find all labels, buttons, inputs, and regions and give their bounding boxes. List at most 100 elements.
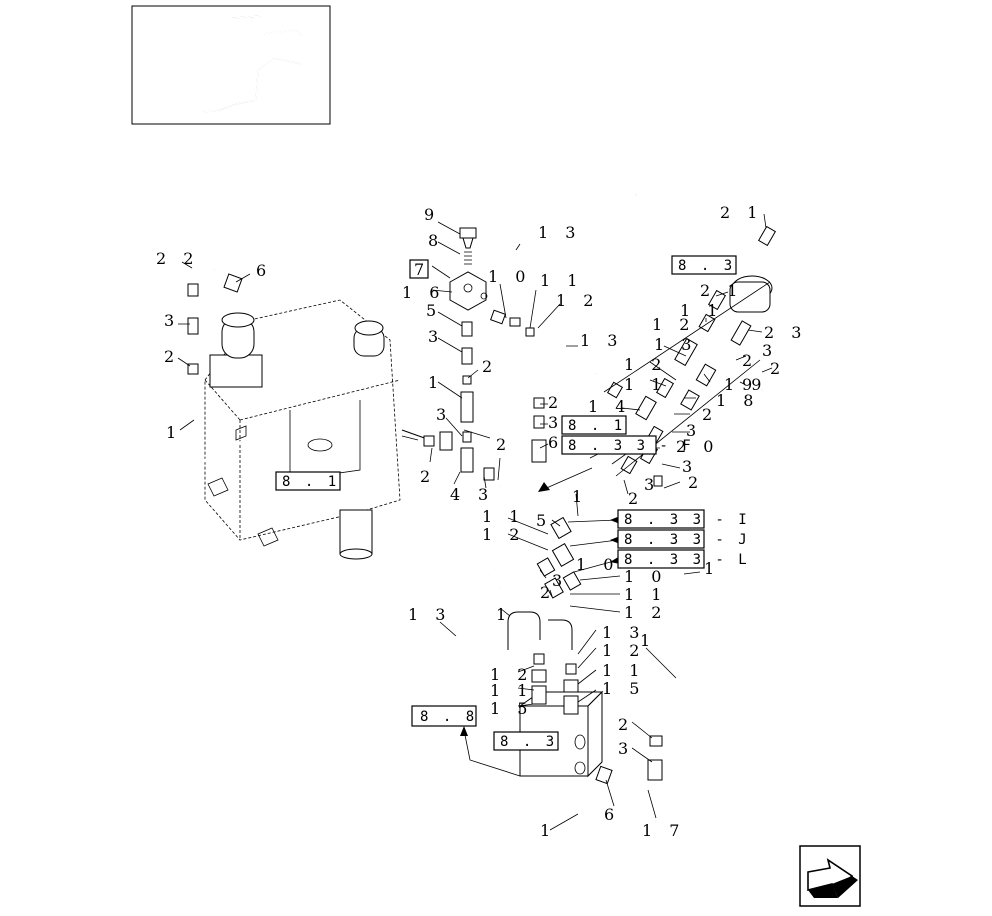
ref-box-8-3-bottom[interactable]: 8 . 3	[493, 731, 559, 751]
label-15: 1 5	[602, 679, 645, 698]
label-11: 1 1	[490, 681, 533, 700]
label-9: 9	[424, 205, 440, 224]
label-2: 2	[688, 473, 704, 492]
label-7: 7	[414, 260, 430, 279]
label-2: 2	[628, 489, 644, 508]
label-3: 3	[762, 341, 778, 360]
label-11: 1 1	[680, 301, 723, 320]
item-box-7	[409, 259, 429, 279]
label-2: 2	[420, 467, 436, 486]
svg-text:8 . 1: 8 . 1	[282, 474, 339, 490]
ref-box-8-8[interactable]: 8 . 8	[411, 705, 477, 727]
label-2: 2	[482, 357, 498, 376]
label-20: 2 0	[676, 437, 719, 456]
svg-text:8 . 1: 8 . 1	[568, 418, 625, 434]
label-15: 1 5	[490, 699, 533, 718]
label-6: 6	[548, 433, 564, 452]
label-23: 2 3	[764, 323, 807, 342]
part-labels: 9 8 7 1 6 5 3 2 1 3 2 2 4 3 2 2 6 3 2 1 …	[156, 203, 807, 840]
label-1: 1	[640, 631, 656, 650]
label-3: 3	[436, 405, 452, 424]
label-3: 3	[548, 413, 564, 432]
label-3: 3	[164, 311, 180, 330]
label-5: 5	[426, 301, 442, 320]
label-11: 1 1	[624, 375, 667, 394]
label-13: 1 3	[654, 335, 697, 354]
label-12: 1 2	[602, 641, 645, 660]
svg-text:8 . 3: 8 . 3	[500, 734, 557, 750]
ref-box-8-33-j[interactable]: 8 . 3 3 - J	[617, 529, 750, 549]
label-2: 2	[702, 405, 718, 424]
label-13: 1 3	[408, 605, 451, 624]
label-12: 1 2	[624, 603, 667, 622]
label-17: 1 7	[642, 821, 685, 840]
label-11: 1 1	[602, 661, 645, 680]
label-11: 1 1	[540, 271, 583, 290]
ref-box-8-33-i[interactable]: 8 . 3 3 - I	[617, 509, 750, 529]
label-10: 1 0	[624, 567, 667, 586]
label-12: 1 2	[482, 525, 525, 544]
label-12: 1 2	[624, 355, 667, 374]
label-16: 1 6	[402, 283, 445, 302]
svg-text:8 . 3: 8 . 3	[678, 258, 735, 274]
label-10: 1 0	[576, 555, 619, 574]
reference-boxes: 8 . 3 8 . 1 8 . 1 8 . 3 3 - F 8 . 3 3 - …	[275, 255, 750, 751]
label-18: 1 8	[716, 391, 759, 410]
label-1: 1	[540, 821, 556, 840]
label-6: 6	[604, 805, 620, 824]
ref-box-8-3-top[interactable]: 8 . 3	[671, 255, 737, 275]
label-13: 1 3	[580, 331, 623, 350]
label-4: 4	[450, 485, 466, 504]
thumbnail-inset	[131, 5, 331, 125]
label-19: 1 9	[724, 375, 767, 394]
label-12: 1 2	[652, 315, 695, 334]
svg-text:8 . 3 3 - J: 8 . 3 3 - J	[624, 532, 750, 548]
label-3: 3	[682, 457, 698, 476]
label-3: 3	[478, 485, 494, 504]
label-12: 1 2	[490, 665, 533, 684]
label-11: 1 1	[624, 585, 667, 604]
label-3: 3	[644, 475, 660, 494]
ref-box-8-33-l[interactable]: 8 . 3 3 - L	[617, 549, 750, 569]
label-1: 1	[166, 423, 182, 442]
svg-text:8 . 3 3 - I: 8 . 3 3 - I	[624, 512, 750, 528]
label-1: 1	[572, 487, 588, 506]
label-6: 6	[256, 261, 272, 280]
label-13: 1 3	[538, 223, 581, 242]
ref-box-8-1-center[interactable]: 8 . 1	[561, 415, 627, 435]
label-21: 2 1	[720, 203, 763, 222]
label-14: 1 4	[588, 397, 631, 416]
label-12: 1 2	[556, 291, 599, 310]
label-2: 2	[164, 347, 180, 366]
label-11: 1 1	[482, 507, 525, 526]
ref-box-8-1-tank[interactable]: 8 . 1	[275, 471, 341, 491]
label-22: 2 2	[156, 249, 199, 268]
hydraulic-tank	[204, 299, 401, 560]
label-1: 1	[496, 605, 512, 624]
label-13: 1 3	[602, 623, 645, 642]
label-3: 3	[552, 571, 568, 590]
svg-text:8 . 8: 8 . 8	[420, 709, 477, 725]
label-2: 2	[540, 583, 556, 602]
svg-text:8 . 3 3 - F: 8 . 3 3 - F	[568, 438, 694, 454]
label-3: 3	[428, 327, 444, 346]
label-5: 5	[536, 511, 552, 530]
central-fittings	[423, 227, 535, 481]
label-2: 2	[496, 435, 512, 454]
label-21: 2 1	[700, 281, 743, 300]
label-2: 2	[770, 359, 786, 378]
ref-box-8-33-f[interactable]: 8 . 3 3 - F	[561, 435, 694, 455]
label-8: 8	[428, 231, 444, 250]
svg-text:8 . 3 3 - L: 8 . 3 3 - L	[624, 552, 750, 568]
label-2: 2	[742, 351, 758, 370]
label-1: 1	[704, 559, 720, 578]
label-10: 1 0	[488, 267, 531, 286]
next-page-arrow-icon[interactable]	[799, 845, 861, 907]
label-3: 3	[686, 421, 702, 440]
label-1: 1	[428, 373, 444, 392]
label-3: 3	[618, 739, 634, 758]
hoses	[191, 180, 784, 869]
label-2: 2	[548, 393, 564, 412]
